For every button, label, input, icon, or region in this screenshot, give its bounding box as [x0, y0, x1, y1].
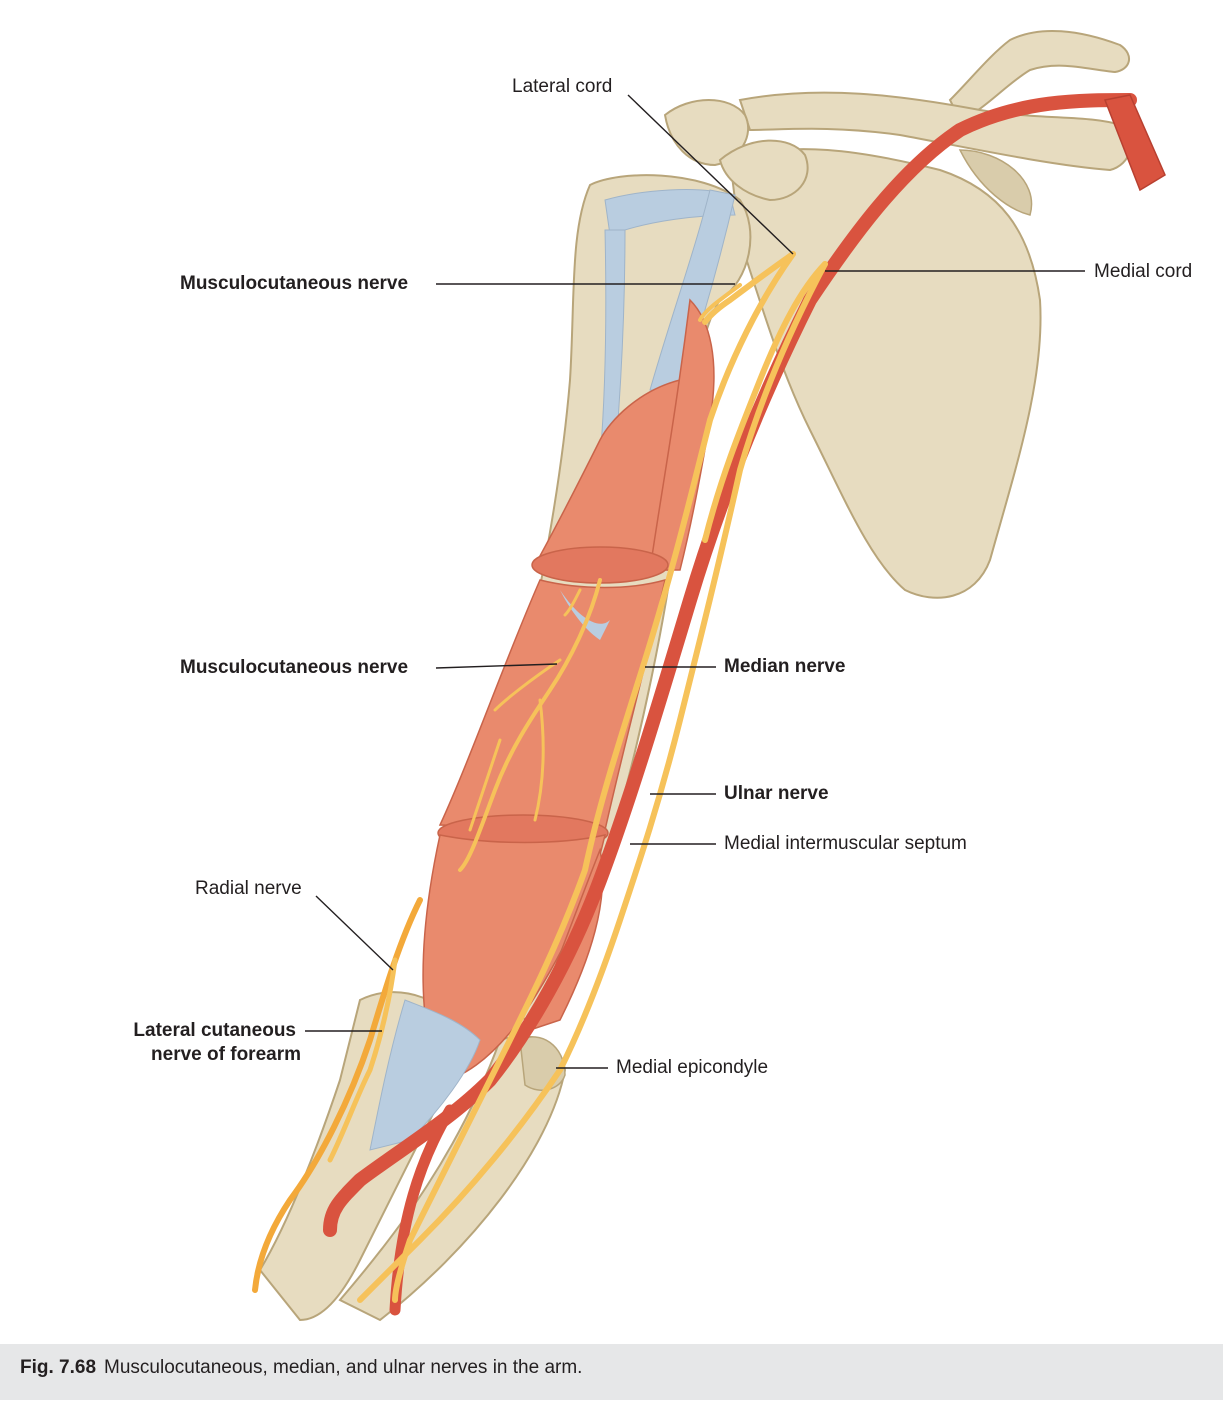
label-lateral-cutaneous-line2: nerve of forearm: [151, 1044, 301, 1065]
label-musculocutaneous-nerve-lower: Musculocutaneous nerve: [180, 657, 409, 678]
figure-number: Fig. 7.68: [20, 1357, 97, 1378]
nerves: [252, 251, 828, 1303]
scapula: [728, 148, 1042, 599]
brachial-artery: [323, 93, 1166, 1316]
leader-musculocutaneous-lower: [435, 663, 558, 669]
label-medial-cord: Medial cord: [1094, 261, 1193, 282]
biceps-cut-surface-upper: [531, 546, 669, 584]
label-lateral-cord: Lateral cord: [512, 76, 613, 97]
label-radial-nerve: Radial nerve: [195, 878, 302, 899]
label-medial-intermuscular-septum: Medial intermuscular septum: [724, 833, 967, 854]
coracoid-process: [718, 139, 809, 202]
medial-cord-path: [702, 261, 828, 543]
biceps-proximal: [531, 298, 715, 584]
caption-text: Musculocutaneous, median, and ulnar nerv…: [104, 1357, 583, 1378]
figure-caption: Fig. 7.68 Musculocutaneous, median, and u…: [20, 1352, 582, 1384]
label-musculocutaneous-nerve-upper: Musculocutaneous nerve: [180, 273, 409, 294]
proximal-tendons: [599, 189, 736, 461]
median-nerve-path: [392, 251, 796, 1303]
label-ulnar-nerve: Ulnar nerve: [724, 783, 829, 804]
leader-lines: [305, 94, 1085, 1069]
musculocutaneous-nerve-path: [458, 283, 742, 872]
leader-lateral-cord: [627, 94, 794, 255]
label-medial-epicondyle: Medial epicondyle: [616, 1057, 769, 1078]
label-median-nerve: Median nerve: [724, 656, 846, 677]
lateral-cord-path: [702, 251, 796, 325]
caption-bar: [0, 1344, 1223, 1400]
ulnar-nerve-path: [357, 261, 828, 1303]
musculocutaneous-branches: [468, 588, 582, 832]
arm-nerves-illustration: [252, 30, 1166, 1322]
lateral-cutaneous-nerve-path: [327, 957, 398, 1163]
label-lateral-cutaneous-line1: Lateral cutaneous: [133, 1020, 296, 1041]
leader-radial-nerve: [315, 895, 394, 971]
